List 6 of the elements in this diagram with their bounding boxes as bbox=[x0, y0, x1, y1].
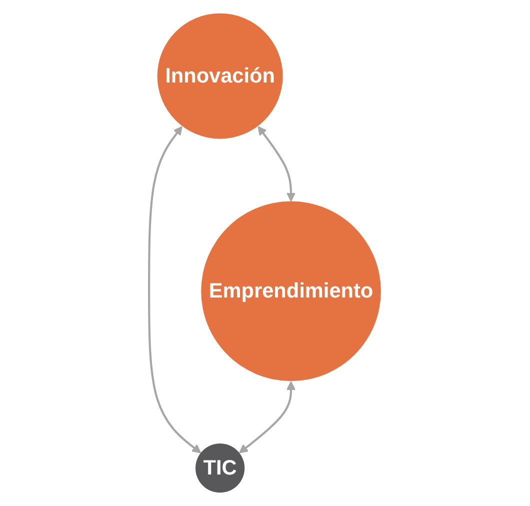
node-circle: TIC bbox=[195, 444, 245, 493]
arrow bbox=[148, 126, 202, 454]
node-circle: Innovación bbox=[157, 13, 283, 139]
node-circle: Emprendimiento bbox=[201, 201, 381, 382]
arrow bbox=[258, 126, 296, 202]
arrow bbox=[238, 381, 296, 454]
